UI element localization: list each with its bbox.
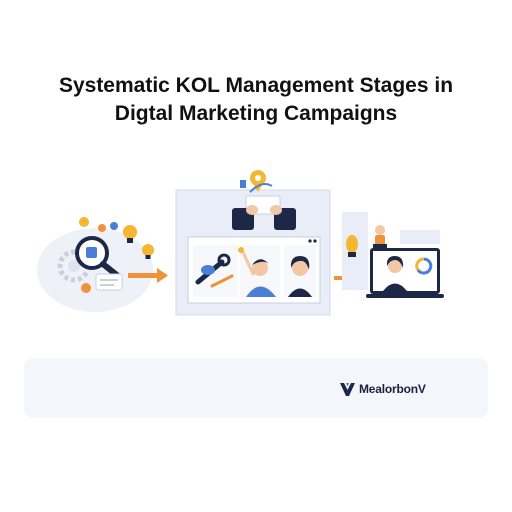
coin-dot [79,217,89,227]
brand-logo-icon [340,382,355,396]
window-strip [400,230,440,244]
call-tile-tools [193,245,238,297]
lightbulb-icon [123,225,137,243]
stage-collaboration [175,170,331,316]
coin-dot [98,224,106,232]
title-line-2: Digtal Marketing Campaigns [114,102,398,125]
footer-card [24,358,488,418]
presenter-avatar [238,247,276,297]
title-line-1: Systematic KOL Management Stages in [58,74,454,97]
handshake-figure [232,195,296,230]
lightbulb-icon [346,235,358,257]
arrow-right-icon [128,268,168,283]
discovery-backdrop [37,228,153,312]
stage-monitoring [342,212,444,298]
chart-ring-icon [415,257,433,275]
brand-name: MealorbonV [359,382,426,396]
coin-dot [110,222,118,230]
laptop-base [366,294,444,298]
person-figure [373,225,387,249]
brand: MealorbonV [340,380,426,398]
presenter-avatar [383,256,407,291]
stage-discovery [37,217,154,312]
lightbulb-icon [142,244,154,259]
tag-icon [240,180,246,188]
wrench-icon [195,253,234,288]
participant-avatar [288,256,312,297]
notepad-sheet [95,273,123,291]
coin-dot [81,283,91,293]
signal-curve [249,183,273,193]
diagram-title: Systematic KOL Management Stages in Digt… [0,72,512,128]
